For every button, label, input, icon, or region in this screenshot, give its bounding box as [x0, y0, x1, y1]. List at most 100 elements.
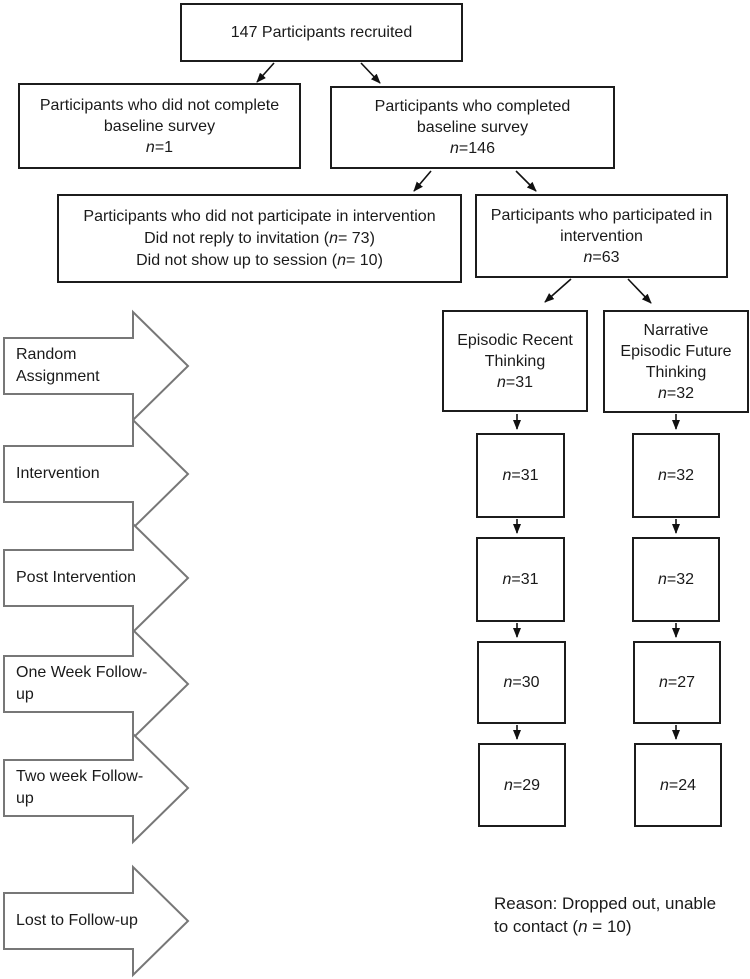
n-symbol: n: [145, 138, 155, 156]
stage-arrow-lost-to-follow-up: [3, 864, 190, 978]
n-symbol: n: [583, 248, 593, 266]
stage-arrows: [3, 309, 190, 978]
note-line: Reason: Dropped out, unable: [494, 894, 717, 913]
text-fragment: Did not reply to invitation (: [144, 229, 330, 247]
n-value: =27: [667, 674, 696, 691]
box-text-line: Participants who did not complete: [39, 96, 280, 114]
connector-recruited-to-baseline: [360, 62, 381, 84]
n-symbol: n: [337, 251, 346, 269]
stage-label-line: Assignment: [16, 368, 100, 385]
box-text-line: Thinking: [484, 352, 546, 370]
stage-arrow-two-week-follow-up: [3, 731, 190, 845]
stage-arrow-random-assignment: [3, 309, 190, 423]
text-fragment: Did not show up to session (: [136, 251, 338, 269]
box-text-line: Did not reply to invitation (n= 73): [144, 228, 375, 250]
connector-arrows: [256, 62, 680, 740]
n-symbol: n: [450, 140, 459, 157]
box-n-line: n=31: [502, 465, 538, 486]
text-fragment: = 73): [337, 229, 375, 247]
stage-label-line: One Week Follow-: [16, 664, 148, 681]
box-text-line: Participants who did not participate in …: [83, 207, 436, 225]
stage-arrow-intervention: [3, 417, 190, 531]
box-n-line: n=32: [658, 465, 694, 486]
box-participated-intervention: Participants who participated in interve…: [475, 194, 728, 278]
stage-label-intervention: Intervention: [16, 430, 136, 518]
box-text-line: baseline survey: [416, 119, 529, 136]
connector-intervention-to-ert: [544, 278, 572, 303]
connector-recruited-to-no-baseline: [256, 62, 275, 83]
box-text-line: Participants who completed: [374, 98, 571, 115]
n-symbol: n: [658, 674, 668, 691]
connector-baseline-to-no-intervention: [413, 170, 432, 192]
dropout-reason-note: Reason: Dropped out, unable to contact (…: [494, 892, 724, 938]
stage-label-line: Two week Follow-: [16, 768, 144, 785]
n-symbol: n: [657, 467, 667, 484]
stage-arrow-one-week-follow-up: [3, 627, 190, 741]
connector-baseline-to-intervention: [515, 170, 537, 192]
box-did-not-participate-intervention: Participants who did not participate in …: [57, 194, 462, 283]
n-symbol: n: [657, 571, 667, 588]
box-text-line: Thinking: [645, 363, 707, 381]
text-fragment: = 10): [587, 917, 632, 936]
box-text-line: Narrative: [643, 321, 709, 339]
box-did-not-complete-baseline: Participants who did not complete baseli…: [18, 83, 301, 169]
box-n-line: n=146: [450, 138, 495, 159]
box-count-neft-two-week: n=24: [634, 743, 722, 827]
box-count-neft-post-intervention: n=32: [632, 537, 720, 622]
box-text-line: Episodic Future: [620, 342, 732, 360]
n-value: =31: [511, 571, 539, 588]
n-value: =31: [505, 373, 534, 391]
text-fragment: to contact (: [494, 917, 579, 936]
box-text-line: intervention: [560, 227, 643, 245]
n-symbol: n: [503, 674, 513, 691]
box-n-line: n=31: [502, 569, 538, 590]
n-symbol: n: [496, 373, 506, 391]
stage-label-random-assignment: Random Assignment: [16, 322, 136, 410]
box-completed-baseline: Participants who completed baseline surv…: [330, 86, 615, 169]
stage-label-line: Lost to Follow-up: [16, 912, 138, 929]
box-count-ert-two-week: n=29: [478, 743, 566, 827]
box-n-line: n=1: [146, 137, 173, 158]
box-text-line: Participants who participated in: [490, 206, 713, 224]
n-value: =32: [666, 467, 695, 484]
n-value: =24: [668, 776, 697, 794]
n-value: =31: [511, 467, 539, 484]
n-symbol: n: [503, 776, 513, 794]
box-count-ert-intervention: n=31: [476, 433, 565, 518]
stage-arrow-post-intervention: [3, 521, 190, 635]
n-symbol: n: [578, 917, 588, 936]
n-value: =1: [154, 138, 174, 156]
box-text-line: 147 Participants recruited: [230, 24, 413, 41]
stage-label-line: Intervention: [16, 465, 100, 482]
n-symbol: n: [502, 467, 512, 484]
box-n-line: n=32: [658, 569, 694, 590]
box-participants-recruited: 147 Participants recruited: [180, 3, 463, 62]
box-count-ert-one-week: n=30: [477, 641, 566, 724]
stage-label-line: up: [16, 686, 34, 703]
stage-label-line: Random: [16, 346, 77, 363]
box-n-line: n=31: [497, 372, 533, 393]
stage-label-lost-to-follow-up: Lost to Follow-up: [16, 877, 138, 965]
box-count-neft-intervention: n=32: [632, 433, 720, 518]
n-value: =32: [666, 384, 695, 402]
n-symbol: n: [657, 384, 667, 402]
box-narrative-episodic-future-thinking: Narrative Episodic Future Thinking n=32: [603, 310, 749, 413]
box-count-ert-post-intervention: n=31: [476, 537, 565, 622]
box-n-line: n=30: [503, 672, 539, 693]
n-value: =63: [592, 248, 620, 266]
stage-label-line: up: [16, 790, 34, 807]
stage-label-one-week-follow-up: One Week Follow- up: [16, 640, 147, 728]
n-value: =30: [512, 674, 540, 691]
stage-label-line: Post Intervention: [16, 569, 137, 586]
box-episodic-recent-thinking: Episodic Recent Thinking n=31: [442, 310, 588, 412]
box-count-neft-one-week: n=27: [633, 641, 721, 724]
box-n-line: n=63: [583, 247, 619, 268]
stage-label-two-week-follow-up: Two week Follow- up: [16, 744, 143, 832]
n-value: =32: [666, 571, 695, 588]
n-value: =146: [458, 140, 495, 157]
box-n-line: n=24: [660, 775, 696, 796]
connector-intervention-to-neft: [627, 278, 652, 304]
stage-label-post-intervention: Post Intervention: [16, 534, 136, 622]
